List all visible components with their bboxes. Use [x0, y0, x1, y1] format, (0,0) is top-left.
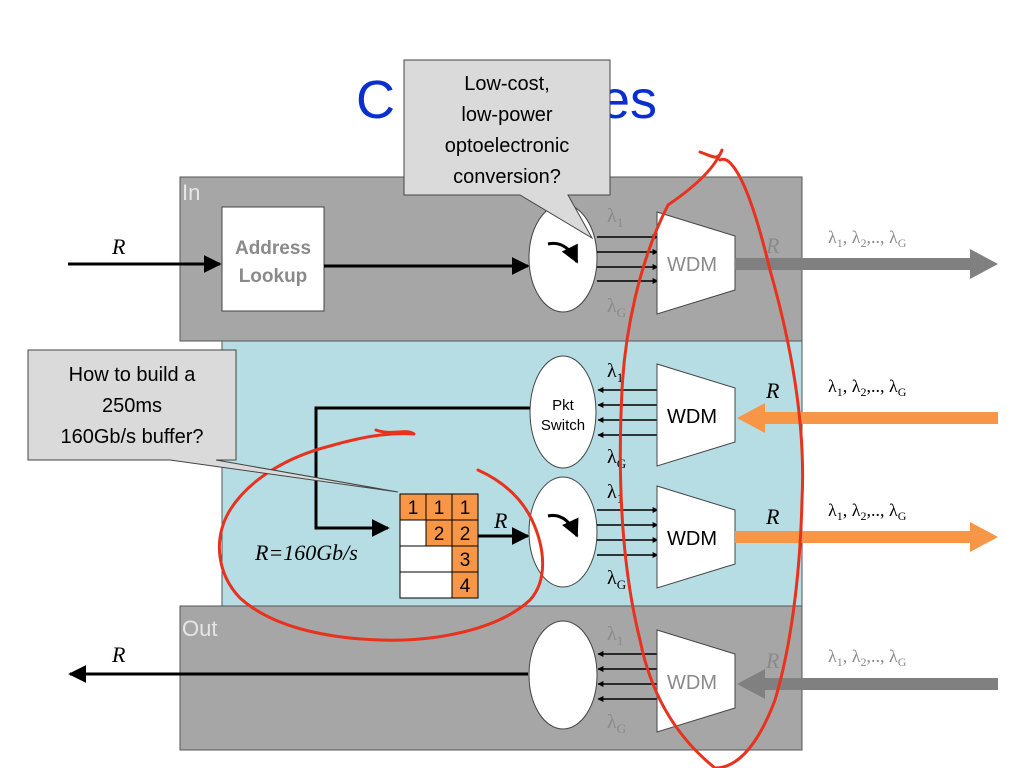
buffer-lambda-list: λ1, λ2,.., λG [828, 500, 907, 523]
input-switch-rotation-arrow [547, 241, 579, 264]
in-region-label: In [182, 180, 200, 205]
orange-output-arrow [735, 522, 998, 552]
pkt-lambda-1: λ1 [607, 360, 623, 385]
switch-to-buffer-path [314, 406, 530, 537]
output-wdm-rate-label: R [765, 648, 780, 673]
buffer-cell-label: 1 [408, 498, 419, 519]
buffer-wdm-rate-label: R [765, 504, 780, 529]
callout-line: 250ms [102, 395, 162, 417]
buffer-switch-wavelength-lines [597, 507, 659, 558]
input-lambda-list: λ1, λ2,.., λG [828, 227, 907, 250]
pkt-wdm-label: WDM [667, 406, 717, 428]
buffer-lambda-g: λG [607, 567, 626, 592]
output-lambda-1: λ1 [607, 623, 623, 648]
input-gray-output-arrow [735, 249, 998, 279]
callout-line: conversion? [453, 166, 561, 188]
buffer-cell [425, 519, 453, 547]
packet-switch-line1: Pkt [552, 397, 575, 414]
buffer-cell-label: 4 [460, 576, 471, 597]
input-rate-label: R [111, 234, 126, 259]
input-lambda-g: λG [607, 295, 626, 320]
pkt-lambda-list: λ1, λ2,.., λG [828, 376, 907, 399]
output-optical-switch [528, 620, 598, 730]
output-lambda-g: λG [607, 711, 626, 736]
pkt-switch-wavelength-lines [597, 387, 657, 438]
buffer-cell [451, 493, 479, 521]
buffer-wdm-block [656, 485, 736, 589]
input-wdm-block [656, 211, 736, 315]
output-lambda-list: λ1, λ2,.., λG [828, 646, 907, 669]
callout-line: Low-cost, [464, 73, 550, 95]
buffer-optical-switch [528, 476, 598, 588]
buffer-question-callout-text: How to build a 250ms 160Gb/s buffer? [60, 364, 203, 448]
pkt-wdm-block [656, 363, 736, 467]
buffer-cell-label: 1 [460, 498, 471, 519]
address-lookup-line1: Address [235, 238, 311, 259]
pkt-wdm-rate-label: R [765, 378, 780, 403]
buffer-grid [399, 493, 479, 599]
address-lookup-block [221, 206, 325, 312]
optoelectronic-callout-text: Low-cost, low-power optoelectronic conve… [445, 73, 570, 188]
callout-line: optoelectronic [445, 135, 570, 157]
final-output-rate-label: R [111, 642, 126, 667]
buffer-wdm-label: WDM [667, 528, 717, 550]
buffer-rate-label: R=160Gb/s [254, 540, 358, 565]
callout-line: How to build a [69, 364, 197, 386]
optoelectronic-callout [403, 59, 611, 240]
orange-input-arrow [737, 403, 998, 433]
buffer-switch-rotation-arrow [547, 513, 579, 538]
output-wdm-label: WDM [667, 672, 717, 694]
callout-line: 160Gb/s buffer? [60, 426, 203, 448]
buffer-question-callout [27, 349, 399, 493]
packet-switch-line2: Switch [541, 417, 585, 434]
red-ink-loop-buffer [217, 428, 545, 642]
buffer-out-rate-label: R [493, 508, 508, 533]
packet-switch [529, 355, 597, 469]
buffer-cell-label: 1 [434, 498, 445, 519]
callout-line: low-power [461, 104, 552, 126]
buffer-cell-labels: 1 1 1 2 2 3 4 [408, 498, 471, 597]
buffer-cell [451, 571, 479, 599]
buffer-cell-label: 2 [460, 524, 471, 545]
input-wdm-label: WDM [667, 254, 717, 276]
buffer-cell-label: 2 [434, 524, 445, 545]
output-wdm-block [656, 629, 736, 733]
input-wdm-rate-label: R [765, 233, 780, 258]
slide-title-left: C [356, 70, 395, 130]
buffer-cell-label: 3 [460, 550, 471, 571]
output-gray-input-arrow [737, 669, 998, 699]
input-lambda-1: λ1 [607, 205, 623, 230]
address-lookup-line2: Lookup [239, 266, 308, 287]
out-region-label: Out [182, 616, 217, 641]
